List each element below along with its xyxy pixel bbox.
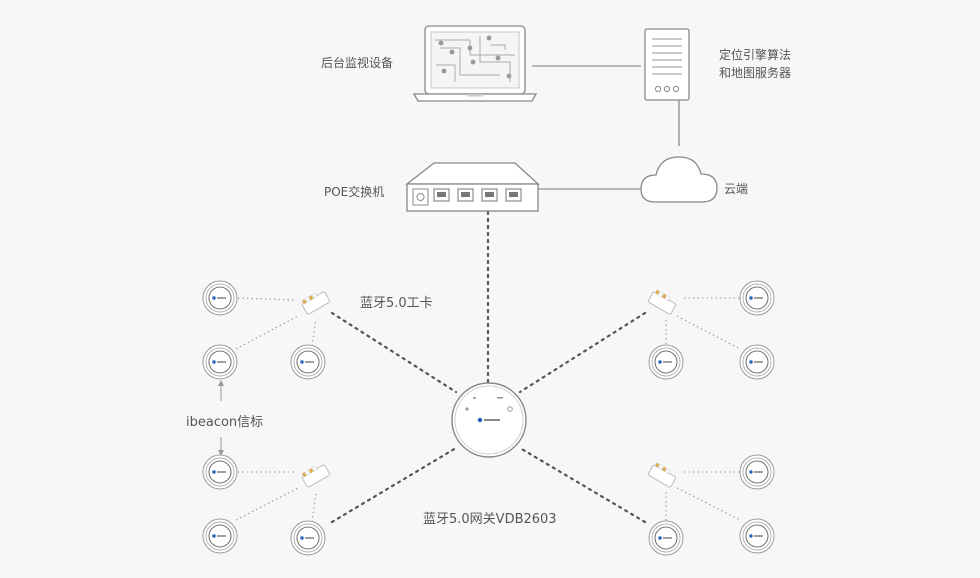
work-card-icon — [647, 288, 679, 316]
server-icon — [644, 28, 690, 101]
monitor-label: 后台监视设备 — [321, 56, 394, 70]
link-card-tl — [330, 311, 458, 394]
ibeacon-label: ibeacon信标 — [186, 415, 264, 430]
beacon-icon — [739, 344, 775, 380]
beacon-icon — [648, 344, 684, 380]
beacon-icon — [202, 344, 238, 380]
beacon-icon — [648, 520, 684, 556]
gateway-links — [330, 210, 647, 524]
beacon-icon — [739, 454, 775, 490]
link-card-br — [518, 446, 647, 524]
cloud-label: 云端 — [724, 182, 749, 196]
beacon-icon — [202, 518, 238, 554]
switch-label: POE交换机 — [324, 185, 385, 199]
gateway-label: 蓝牙5.0网关VDB2603 — [423, 512, 557, 527]
beacon-icon — [739, 518, 775, 554]
gateway-icon — [451, 382, 527, 458]
server-label-line2: 和地图服务器 — [719, 66, 792, 80]
beacon-links — [235, 297, 741, 523]
link-card-bl — [330, 446, 458, 524]
laptop-icon — [412, 25, 538, 102]
beacon-icon — [202, 454, 238, 490]
switch-icon — [405, 162, 540, 212]
beacon-icon — [202, 280, 238, 316]
work-card-icon — [647, 461, 679, 489]
ibeacon-arrows — [218, 380, 224, 456]
beacon-icon — [290, 520, 326, 556]
work-card-label: 蓝牙5.0工卡 — [360, 296, 433, 311]
link-card-tr — [518, 311, 647, 394]
work-card-icon — [299, 461, 331, 489]
server-label-line1: 定位引擎算法 — [719, 48, 792, 62]
solid-links — [532, 65, 680, 190]
beacon-icon — [290, 344, 326, 380]
work-card-icon — [299, 288, 331, 316]
beacon-icon — [739, 280, 775, 316]
cloud-icon — [640, 156, 718, 203]
